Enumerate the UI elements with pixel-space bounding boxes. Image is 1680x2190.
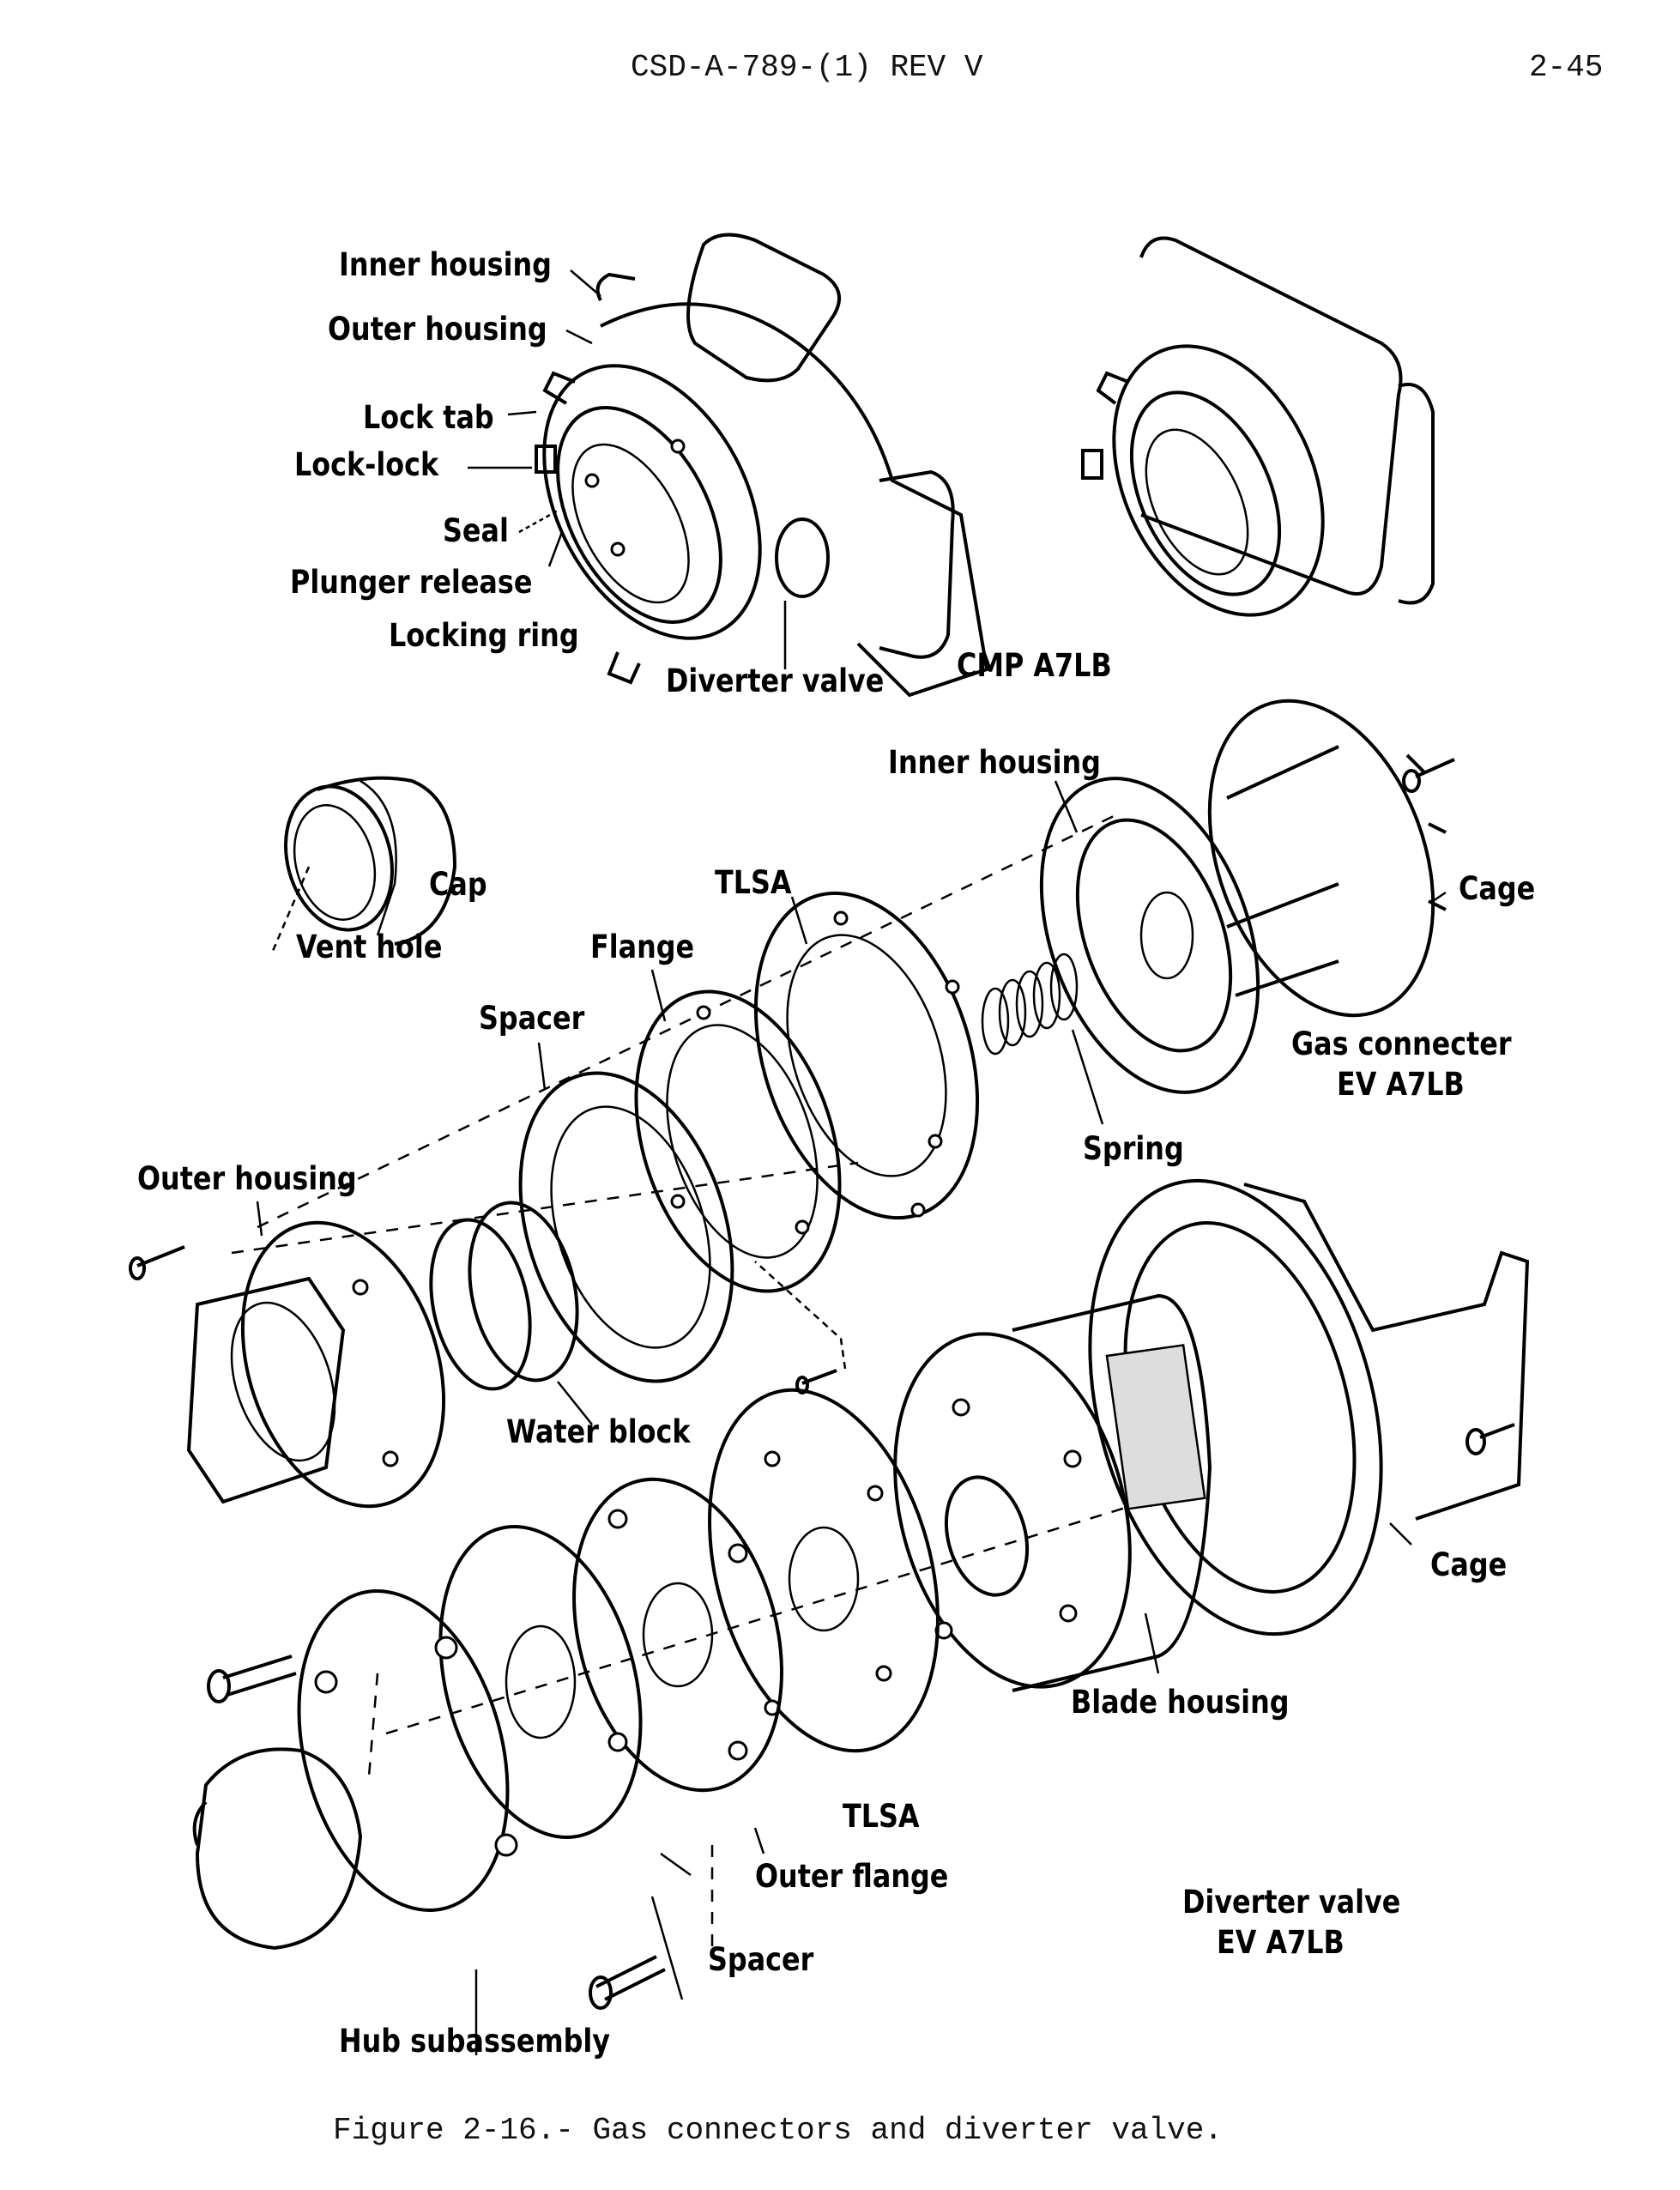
label-vent-hole: Vent hole <box>296 929 443 965</box>
label-dv-tlsa: TLSA <box>843 1798 920 1835</box>
assembly-title-gas-connecter: Gas connecter <box>1291 1025 1512 1062</box>
ev-diverter-valve-drawing <box>192 1178 1530 2010</box>
label-cap: Cap <box>429 866 487 903</box>
label-hub-subassembly: Hub subassembly <box>339 2023 611 2060</box>
label-dv-spacer: Spacer <box>708 1941 814 1978</box>
label-ev-tlsa: TLSA <box>715 864 792 901</box>
label-dv-cage: Cage <box>1430 1546 1508 1583</box>
assembly-subtitle-gas-connecter: EV A7LB <box>1337 1066 1465 1103</box>
label-ev-inner-housing: Inner housing <box>888 744 1101 781</box>
assembly-title-diverter-valve: Diverter valve <box>1182 1884 1401 1921</box>
assembly-subtitle-diverter-valve: EV A7LB <box>1217 1924 1345 1961</box>
label-ev-cage: Cage <box>1459 870 1536 907</box>
page-number: 2-45 <box>1529 50 1604 85</box>
ev-gas-connector-drawing <box>129 699 1455 1509</box>
assembly-title-cmp-a7lb: CMP A7LB <box>957 647 1112 684</box>
label-ev-flange: Flange <box>590 929 695 965</box>
label-lock-lock: Lock-lock <box>294 446 439 483</box>
label-water-block: Water block <box>506 1413 691 1450</box>
document-id: CSD-A-789-(1) REV V <box>631 50 983 85</box>
cap-drawing <box>271 776 457 952</box>
cmp-gas-connector-drawing <box>535 233 989 698</box>
label-outer-flange: Outer flange <box>755 1858 949 1895</box>
label-lock-tab: Lock tab <box>363 399 494 436</box>
label-blade-housing: Blade housing <box>1071 1684 1290 1721</box>
label-seal: Seal <box>443 512 509 549</box>
label-cmp-inner-housing: Inner housing <box>339 246 552 283</box>
label-ev-spacer: Spacer <box>479 1000 585 1037</box>
label-cmp-outer-housing: Outer housing <box>328 311 547 348</box>
leader-lines <box>256 269 1447 2055</box>
figure-caption: Figure 2-16.- Gas connectors and diverte… <box>333 2113 1223 2148</box>
label-ev-spring: Spring <box>1083 1130 1184 1167</box>
label-cmp-diverter-valve: Diverter valve <box>666 662 885 699</box>
label-plunger-release: Plunger release <box>290 564 533 601</box>
cmp-gas-connector-rear-drawing <box>1081 236 1435 617</box>
label-locking-ring: Locking ring <box>389 617 579 654</box>
label-ev-outer-housing: Outer housing <box>137 1160 357 1197</box>
